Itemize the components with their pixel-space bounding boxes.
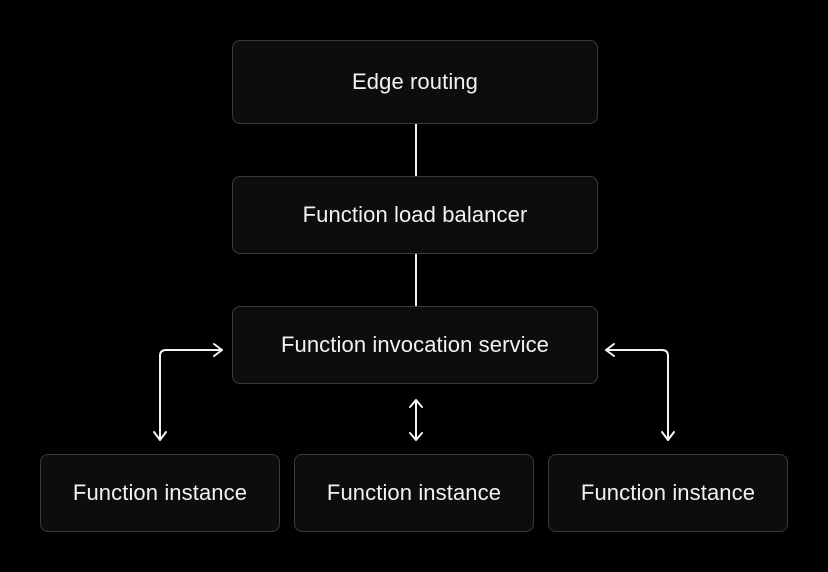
function-instance-label: Function instance xyxy=(326,480,502,505)
edge-routing-label: Edge routing xyxy=(352,69,478,94)
function-load-balancer-label: Function load balancer xyxy=(302,202,528,227)
function-load-balancer-box: Function load balancer xyxy=(232,176,598,254)
function-instance-label: Function instance xyxy=(72,480,248,505)
arrow-invoke-instance-left xyxy=(153,343,223,441)
function-instance-box-1: Function instance xyxy=(40,454,280,532)
function-invocation-service-label: Function invocation service xyxy=(280,332,550,357)
function-invocation-service-box: Function invocation service xyxy=(232,306,598,384)
function-instance-box-3: Function instance xyxy=(548,454,788,532)
edge-routing-box: Edge routing xyxy=(232,40,598,124)
function-instance-box-2: Function instance xyxy=(294,454,534,532)
arrow-invoke-instance-right xyxy=(605,343,675,441)
arrow-invoke-instance-center xyxy=(409,399,423,441)
function-instance-label: Function instance xyxy=(580,480,756,505)
